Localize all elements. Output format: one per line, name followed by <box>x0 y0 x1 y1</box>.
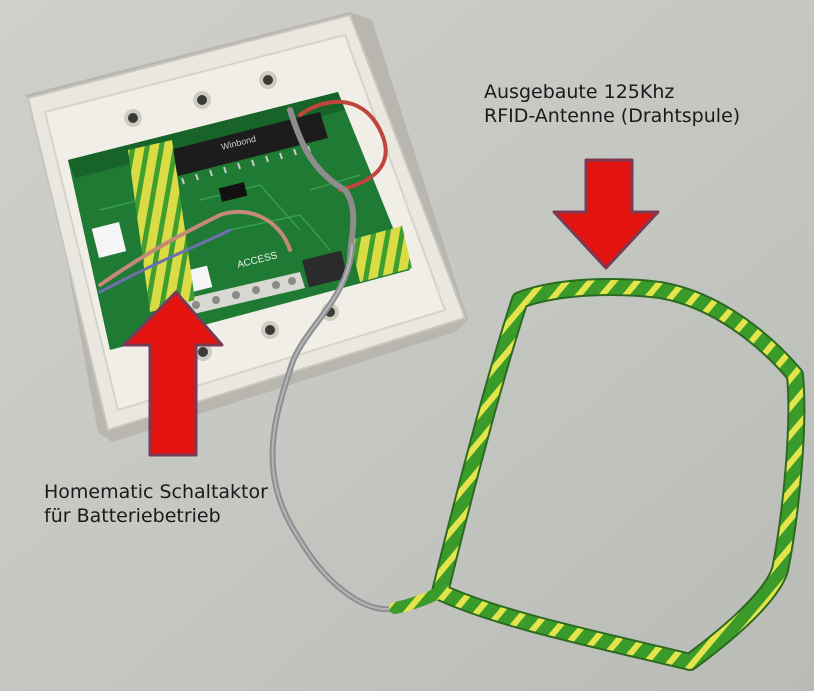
switch-annotation-line2: für Batteriebetrieb <box>44 505 221 527</box>
screw-holes <box>103 71 339 361</box>
antenna-annotation: Ausgebaute 125Khz RFID-Antenne (Drahtspu… <box>484 80 740 128</box>
board-wires <box>98 99 388 294</box>
arrow-up-icon <box>122 290 224 457</box>
switch-annotation: Homematic Schaltaktor für Batteriebetrie… <box>44 480 268 528</box>
pcb-board: Winbond ACCESS <box>68 92 412 350</box>
arrow-down-icon <box>552 158 660 270</box>
antenna-annotation-line2: RFID-Antenne (Drahtspule) <box>484 105 741 127</box>
switch-annotation-line1: Homematic Schaltaktor <box>44 481 268 503</box>
antenna-annotation-line1: Ausgebaute 125Khz <box>484 81 675 103</box>
chip <box>170 112 328 176</box>
tape-strip-right <box>350 226 412 282</box>
